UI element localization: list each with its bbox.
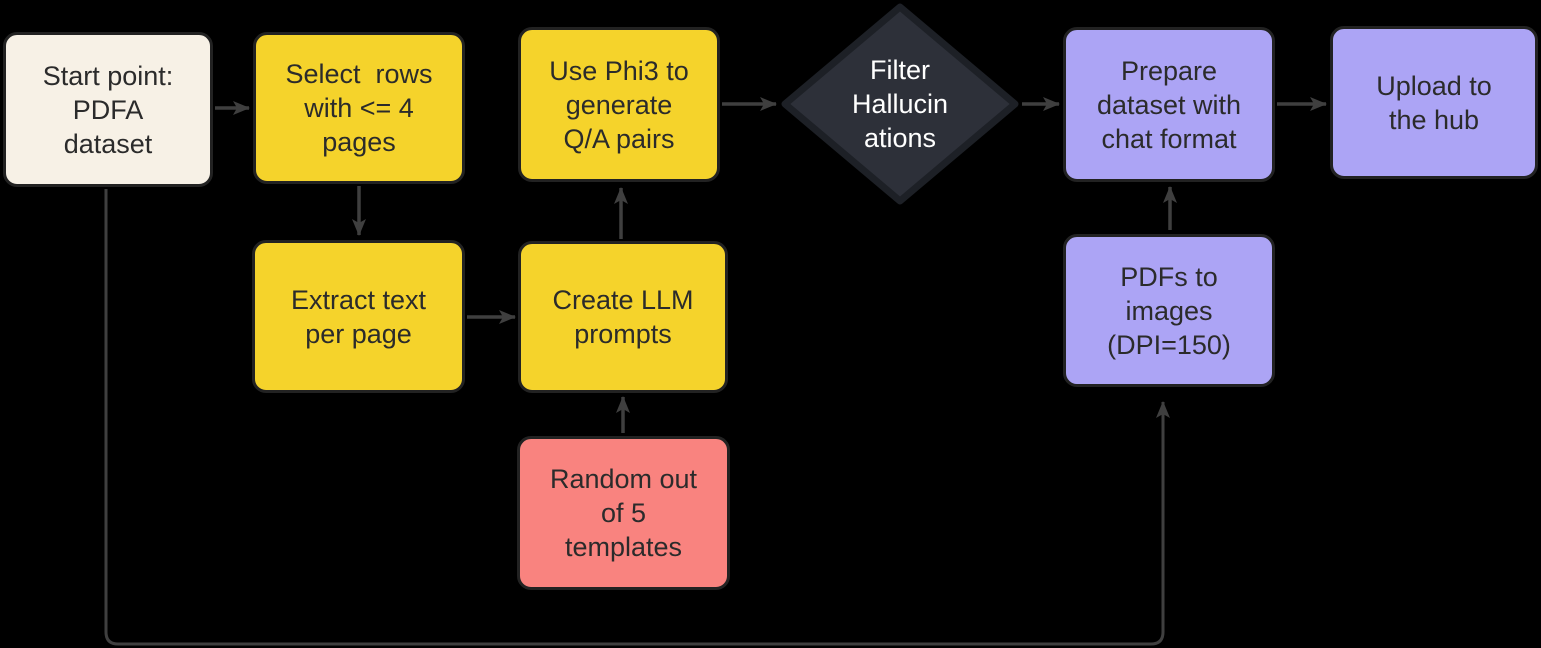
node-select-rows: Select rows with <= 4 pages xyxy=(253,32,465,184)
node-start-point: Start point: PDFA dataset xyxy=(3,32,213,187)
node-use-phi3-label: Use Phi3 to generate Q/A pairs xyxy=(549,55,689,154)
node-extract-text-label: Extract text per page xyxy=(290,284,427,349)
node-prepare-dataset: Prepare dataset with chat format xyxy=(1063,27,1275,182)
node-pdfs-to-images: PDFs to images (DPI=150) xyxy=(1063,234,1275,387)
node-upload-hub: Upload to the hub xyxy=(1330,26,1538,179)
node-start-point-label: Start point: PDFA dataset xyxy=(42,60,174,159)
node-extract-text: Extract text per page xyxy=(252,240,465,393)
node-pdfs-to-images-label: PDFs to images (DPI=150) xyxy=(1107,261,1231,360)
node-upload-hub-label: Upload to the hub xyxy=(1376,70,1492,135)
node-prepare-dataset-label: Prepare dataset with chat format xyxy=(1096,55,1242,154)
node-filter-hallucinations: Filter Hallucin ations xyxy=(780,2,1020,206)
diamond-shape xyxy=(781,3,1019,205)
node-select-rows-label: Select rows with <= 4 pages xyxy=(285,59,433,157)
node-random-templates: Random out of 5 templates xyxy=(517,436,730,590)
node-create-llm-prompts-label: Create LLM prompts xyxy=(552,285,694,349)
node-filter-hallucinations-label: Filter Hallucin ations xyxy=(851,55,949,153)
node-use-phi3: Use Phi3 to generate Q/A pairs xyxy=(518,27,720,182)
node-random-templates-label: Random out of 5 templates xyxy=(549,464,698,562)
node-create-llm-prompts: Create LLM prompts xyxy=(518,241,728,393)
